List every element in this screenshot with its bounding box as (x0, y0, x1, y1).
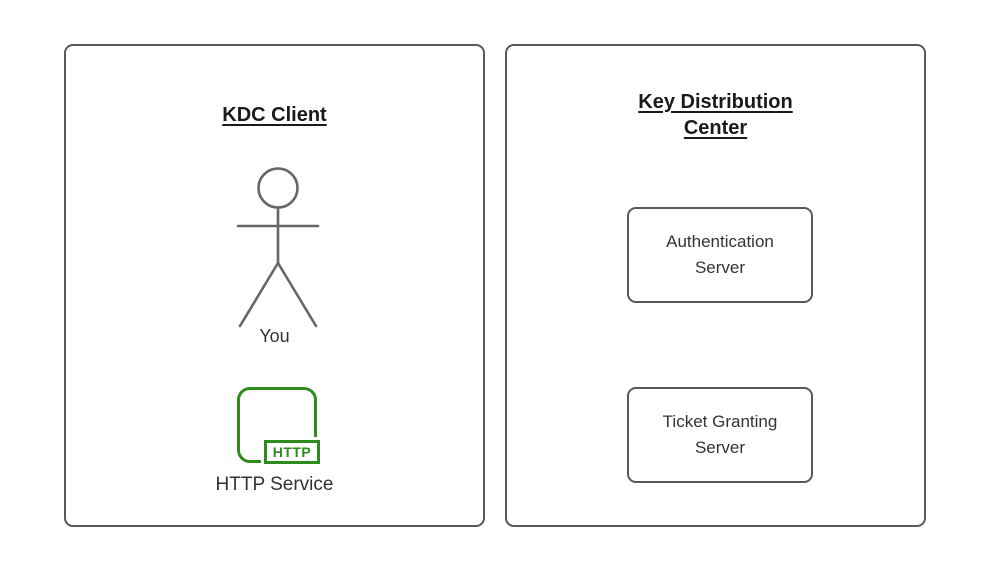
kdc-client-title: KDC Client (222, 104, 327, 126)
key-distribution-center-title: Key Distribution Center (638, 91, 793, 139)
ticket-granting-server-box: Ticket Granting Server (627, 387, 813, 483)
http-service-label: HTTP Service (215, 474, 334, 495)
http-badge: HTTP (264, 440, 320, 464)
key-distribution-center-panel: Key Distribution Center Authentication S… (505, 44, 926, 527)
authentication-server-box: Authentication Server (627, 207, 813, 303)
stick-figure-actor-icon (236, 167, 320, 328)
actor-label: You (259, 326, 290, 346)
kdc-client-panel: KDC Client You HTTP HTTP Service (64, 44, 485, 527)
